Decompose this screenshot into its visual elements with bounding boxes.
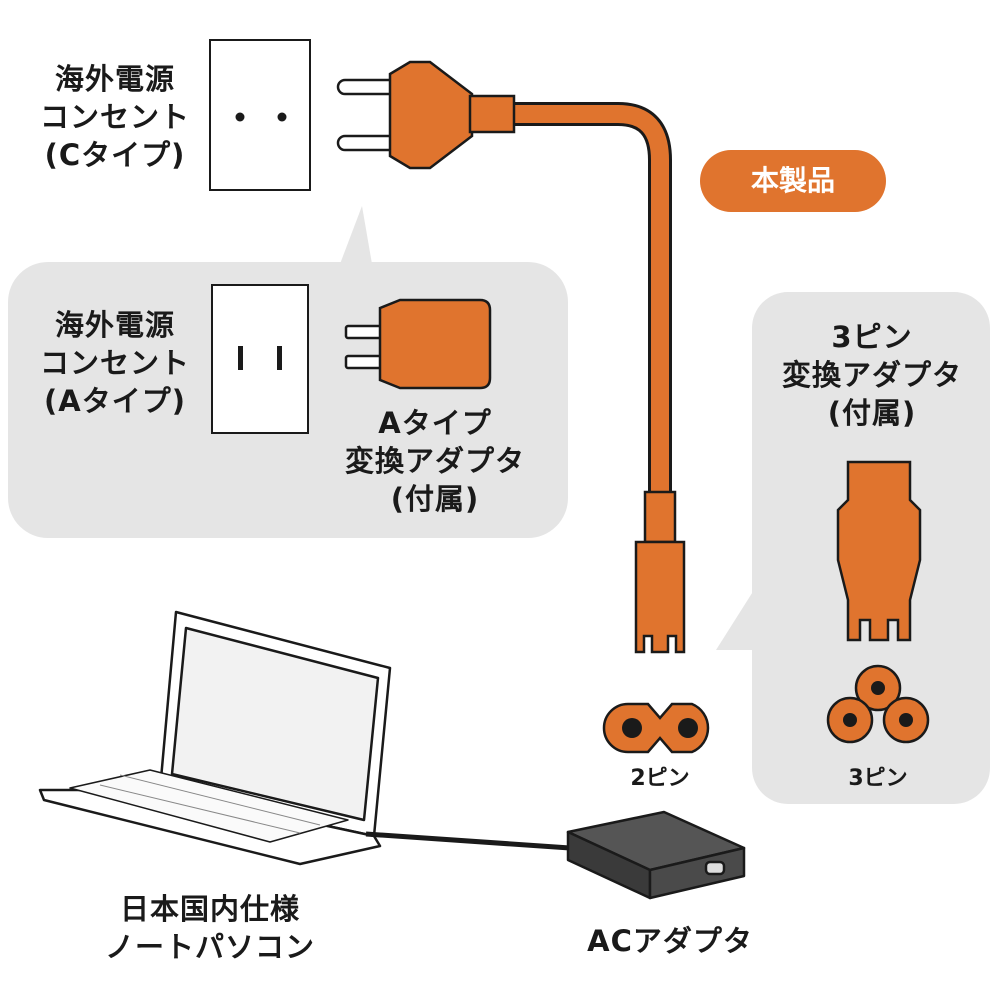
3pin-connector-face bbox=[826, 664, 930, 744]
a-type-outlet bbox=[211, 284, 309, 434]
dc-cable bbox=[365, 831, 571, 851]
laptop-icon bbox=[38, 610, 392, 866]
3pin-label: 3ピン bbox=[848, 766, 908, 791]
3pin-adapter-icon bbox=[836, 460, 922, 642]
2pin-label: 2ピン bbox=[630, 766, 690, 791]
a-type-outlet-label: 海外電源コンセント(Aタイプ) bbox=[39, 308, 190, 418]
product-badge: 本製品 bbox=[700, 150, 886, 212]
power-cord bbox=[512, 102, 672, 496]
3pin-adapter-label: 3ピン変換アダプタ(付属) bbox=[781, 320, 962, 430]
ac-adapter-label: ACアダプタ bbox=[587, 924, 753, 958]
c-type-outlet-label: 海外電源コンセント(Cタイプ) bbox=[39, 62, 190, 172]
2pin-connector-face bbox=[602, 702, 710, 754]
a-type-adapter-icon bbox=[344, 298, 492, 390]
c-type-outlet bbox=[209, 39, 311, 191]
laptop-label: 日本国内仕様ノートパソコン bbox=[104, 892, 315, 964]
c-type-plug bbox=[336, 60, 516, 170]
2pin-connector-plug bbox=[634, 490, 686, 654]
a-type-adapter-label: Aタイプ変換アダプタ(付属) bbox=[344, 406, 525, 516]
ac-adapter-icon bbox=[566, 810, 746, 900]
